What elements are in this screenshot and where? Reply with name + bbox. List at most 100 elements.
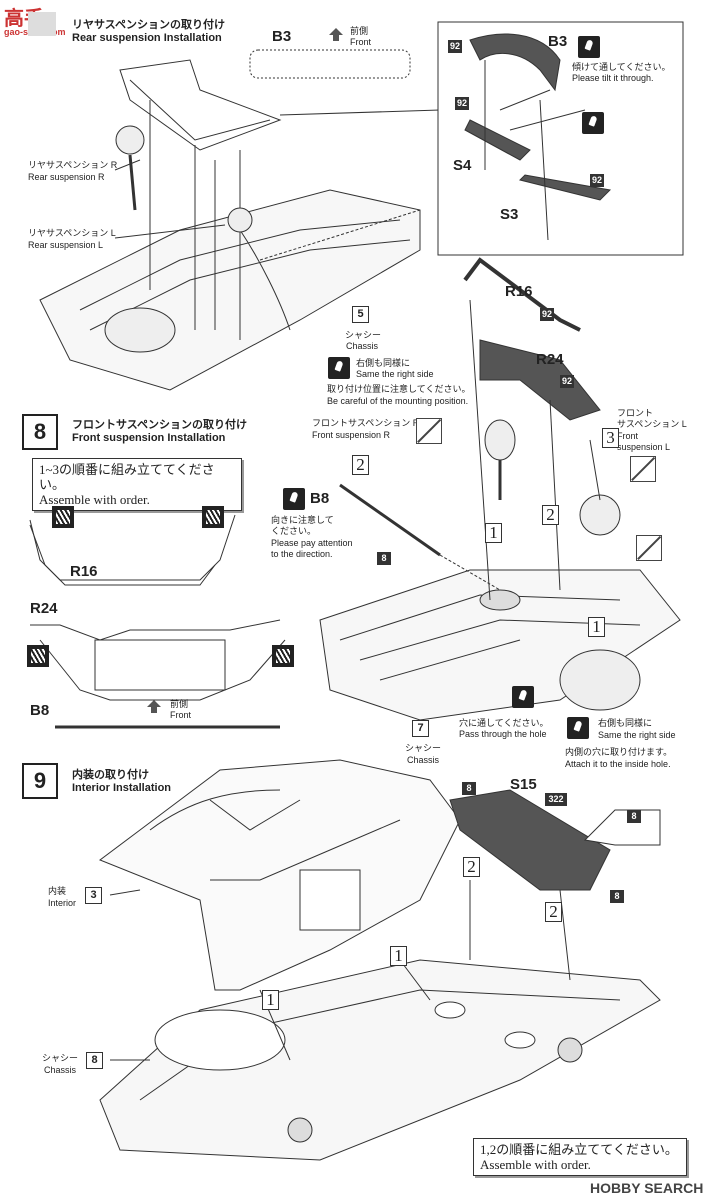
order-note-en: Assemble with order. [39,492,150,507]
no-glue-icon [416,418,442,444]
order-1-marker: 1 [588,617,605,637]
same-right-en: Same the right side [356,369,434,379]
careful-mount-en: Be careful of the mounting position. [327,396,469,406]
step-9-number: 9 [22,763,58,799]
part-92-badge-e: 92 [560,375,574,388]
b3-label: B3 [272,28,292,45]
direction-warning-icon [283,488,305,510]
direction-en2: to the direction. [271,549,333,559]
glue-icon [272,645,294,667]
glue-icon [27,645,49,667]
step-8-title-jp: フロントサスペンションの取り付け [72,419,248,431]
part-8-badge: 8 [377,552,391,565]
order-2-marker: 2 [545,902,562,922]
rear-susp-r-jp: リヤサスペンション R [28,160,118,170]
no-glue-icon [636,535,662,561]
same-right-en: Same the right side [598,730,676,740]
order-note-jp: 1,2の順番に組み立ててください。 [480,1142,678,1157]
chassis-7-jp: シャシー [405,743,442,753]
s3-label: S3 [500,206,519,223]
fsusp-l-jp2: サスペンション L [617,419,687,429]
step-7-title-en: Rear suspension Installation [72,32,222,44]
careful-mount-jp: 取り付け位置に注意してください。 [327,384,471,394]
hole-en: Pass through the hole [459,729,547,739]
tilt-jp: 傾けて通してください。 [572,62,671,72]
step-9-title-en: Interior Installation [72,782,172,794]
r24-left-label: R24 [30,600,58,617]
fsusp-r-jp: フロントサスペンション R [312,418,420,428]
s4-label: S4 [453,157,472,174]
watermark-hobby-search: HOBBY SEARCH [590,1180,704,1196]
order-2-marker: 2 [352,455,369,475]
s15-label: S15 [510,776,537,793]
warning-icon [328,357,350,379]
front-label-jp: 前側 [170,699,189,709]
same-right-jp: 右側も同様に [356,358,411,368]
chassis-5-en: Chassis [346,341,379,351]
step-8-title-en: Front suspension Installation [72,432,226,444]
rear-susp-r-en: Rear suspension R [28,172,105,182]
r24-label: R24 [536,351,564,368]
chassis-5-badge: 5 [352,306,369,323]
glue-icon [202,506,224,528]
order-2-marker: 2 [463,857,480,877]
part-92-badge-d: 92 [540,308,554,321]
part-8-badge: 8 [462,782,476,795]
chassis-jp: シャシー [42,1053,79,1063]
chassis-7-badge: 7 [412,720,429,737]
assemble-order-note: 1~3の順番に組み立ててください。 Assemble with order. [32,458,242,511]
front-label-jp: 前側 [350,26,369,36]
tilt-en: Please tilt it through. [572,73,654,83]
inside-warning-icon [567,717,589,739]
front-arrow-stem [333,35,339,41]
fsusp-l-en2: suspension L [617,442,671,452]
chassis-5-jp: シャシー [345,330,382,340]
interior-3-badge: 3 [85,887,102,904]
b8-label: B8 [310,490,330,507]
order-note-en: Assemble with order. [480,1157,591,1172]
fsusp-r-en: Front suspension R [312,430,391,440]
front-arrow-icon [329,28,343,35]
interior-jp: 内装 [48,886,67,896]
front-label-en: Front [170,710,192,720]
inside-hole-en: Attach it to the inside hole. [565,759,671,769]
r16-label: R16 [505,283,533,300]
direction-en1: Please pay attention [271,538,353,548]
front-label-en: Front [350,37,372,47]
step-7-title-jp: リヤサスペンションの取り付け [72,19,226,31]
rear-susp-l-en: Rear suspension L [28,240,104,250]
hole-warning-icon [512,686,534,708]
order-note-jp: 1~3の順番に組み立ててください。 [39,462,215,492]
chassis-7-en: Chassis [407,755,440,765]
step-8-number: 8 [22,414,58,450]
same-right-jp: 右側も同様に [598,718,653,728]
no-glue-icon [630,456,656,482]
assemble-order-note-9: 1,2の順番に組み立ててください。 Assemble with order. [473,1138,687,1176]
part-92-badge-c: 92 [590,174,604,187]
chassis-8-badge: 8 [86,1052,103,1069]
fsusp-l-en1: Front [617,431,639,441]
detail-warning-icon [582,112,604,134]
hole-jp: 穴に通してください。 [459,718,549,728]
r16-left-label: R16 [70,563,98,580]
b8-left-label: B8 [30,702,50,719]
glue-icon [52,506,74,528]
part-8-badge: 8 [627,810,641,823]
fsusp-l-jp1: フロント [617,408,654,418]
part-322-badge: 322 [545,793,567,806]
chassis-en: Chassis [44,1065,77,1075]
rear-susp-l-jp: リヤサスペンション L [28,228,116,238]
part-8-badge: 8 [610,890,624,903]
part-92-badge-a: 92 [448,40,462,53]
order-1-marker: 1 [485,523,502,543]
order-2-marker: 2 [542,505,559,525]
tilt-warning-icon [578,36,600,58]
order-3-marker: 3 [602,428,619,448]
order-1-marker: 1 [262,990,279,1010]
step-7-number [28,12,56,36]
direction-jp2: ください。 [271,526,317,536]
step-9-title-jp: 内装の取り付け [72,769,149,781]
direction-jp1: 向きに注意して [271,515,334,525]
interior-en: Interior [48,898,77,908]
